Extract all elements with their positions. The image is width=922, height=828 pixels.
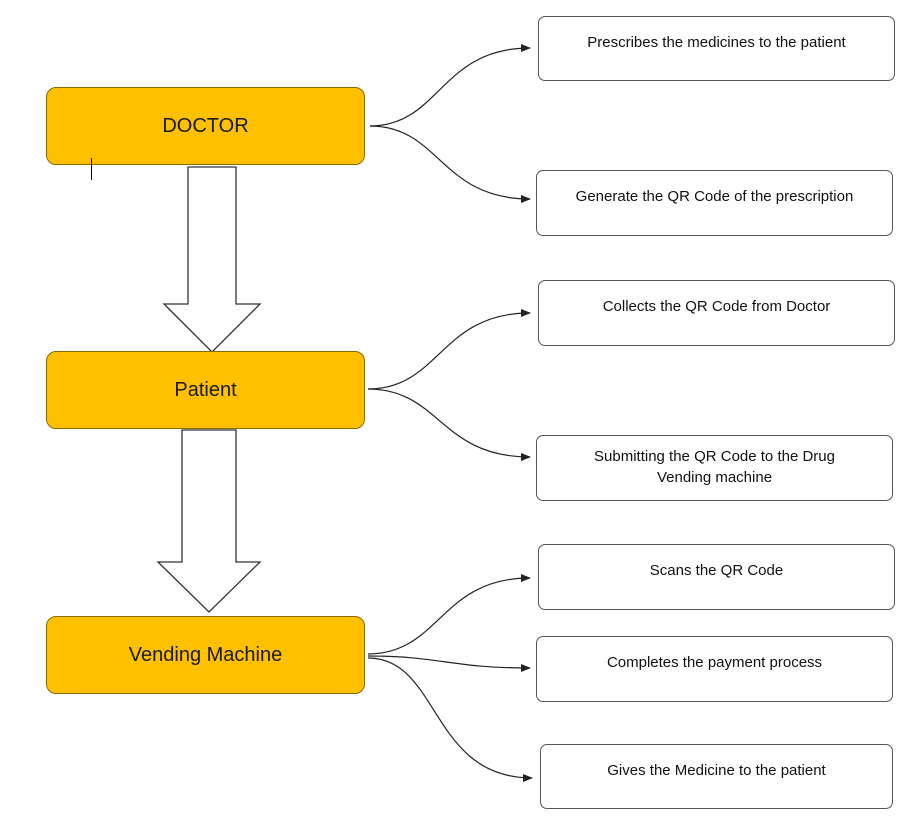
- step-completes-payment: Completes the payment process: [536, 636, 893, 702]
- actor-patient: Patient: [46, 351, 365, 429]
- actor-doctor-label: DOCTOR: [162, 114, 249, 137]
- connector-vending-to-step-5: [367, 574, 531, 655]
- step-label: Prescribes the medicines to the patient: [587, 34, 846, 51]
- actor-vending-machine-label: Vending Machine: [128, 643, 283, 666]
- actor-patient-label: Patient: [174, 378, 237, 401]
- step-generate-qr-code: Generate the QR Code of the prescription: [536, 170, 893, 236]
- connector-patient-to-step-3: [367, 309, 531, 390]
- connector-doctor-to-step-1: [369, 44, 531, 127]
- step-prescribes-medicines: Prescribes the medicines to the patient: [538, 16, 895, 81]
- step-label: Generate the QR Code of the prescription: [575, 188, 854, 205]
- actor-doctor: DOCTOR: [46, 87, 365, 165]
- text-cursor: [91, 158, 92, 180]
- step-label: Completes the payment process: [606, 654, 823, 671]
- step-gives-medicine: Gives the Medicine to the patient: [540, 744, 893, 809]
- actor-vending-machine: Vending Machine: [46, 616, 365, 694]
- step-label: Gives the Medicine to the patient: [607, 762, 826, 779]
- step-submitting-qr-code: Submitting the QR Code to the Drug Vendi…: [536, 435, 893, 501]
- connector-patient-to-step-4: [367, 388, 531, 461]
- connector-doctor-to-step-2: [369, 125, 531, 203]
- step-label: Submitting the QR Code to the Drug Vendi…: [594, 448, 835, 486]
- connector-vending-to-step-6: [367, 655, 531, 672]
- step-label: Scans the QR Code: [649, 562, 784, 579]
- step-collects-qr-code: Collects the QR Code from Doctor: [538, 280, 895, 346]
- flow-arrow-patient-to-vending: [156, 429, 262, 613]
- connector-vending-to-step-7: [367, 657, 533, 782]
- flow-arrow-doctor-to-patient: [162, 166, 262, 353]
- step-scans-qr-code: Scans the QR Code: [538, 544, 895, 610]
- step-label: Collects the QR Code from Doctor: [602, 298, 831, 315]
